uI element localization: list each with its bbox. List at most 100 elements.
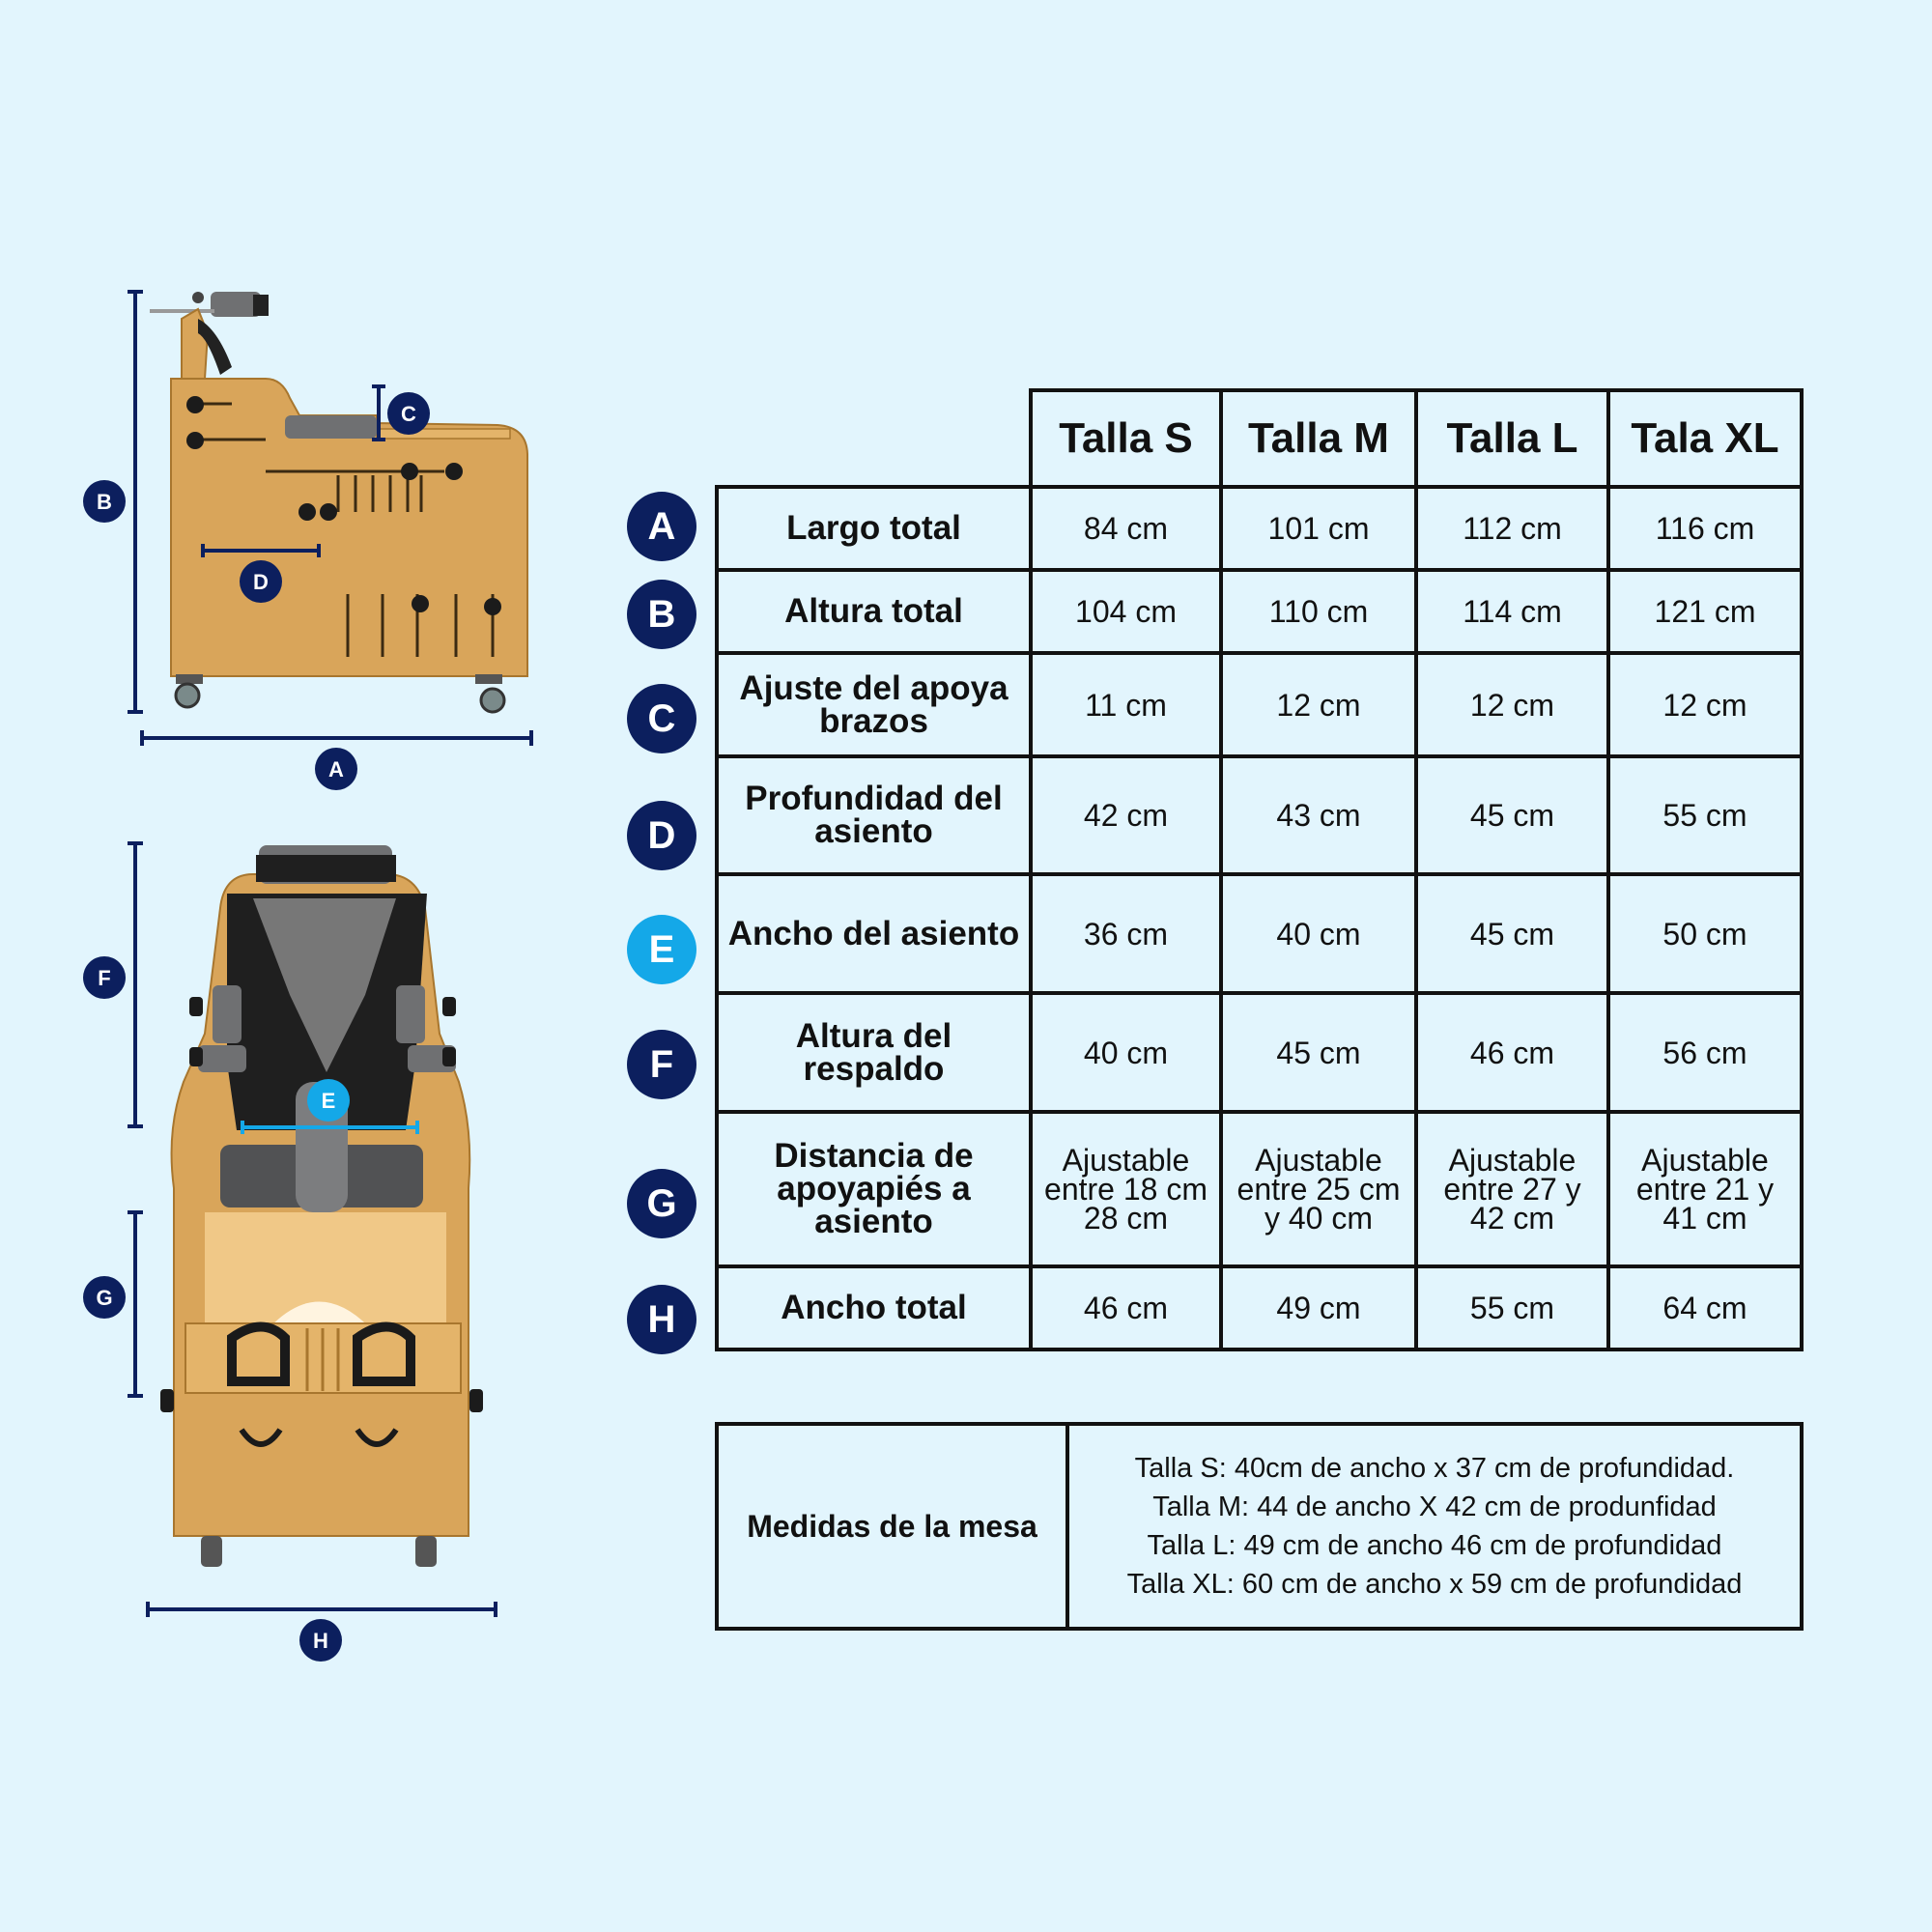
seat-cushion bbox=[285, 415, 377, 439]
backrest-wood bbox=[181, 307, 210, 384]
right-foot-strap bbox=[353, 1321, 415, 1386]
cell-value: 46 cm bbox=[1029, 1264, 1223, 1351]
row-label: Profundidad del asiento bbox=[715, 754, 1033, 876]
dimension-badge-e: E bbox=[307, 1079, 350, 1122]
cell-value: 104 cm bbox=[1029, 568, 1223, 655]
mesa-line-xl: Talla XL: 60 cm de ancho x 59 cm de prof… bbox=[1126, 1569, 1743, 1600]
header-talla-m: Talla M bbox=[1219, 388, 1418, 489]
dimension-badge-f: F bbox=[83, 956, 126, 999]
cell-value: 36 cm bbox=[1029, 872, 1223, 995]
header-blank-cell bbox=[717, 390, 1033, 489]
table-row: Ajuste del apoya brazos 11 cm 12 cm 12 c… bbox=[715, 651, 1804, 758]
table-row: Profundidad del asiento 42 cm 43 cm 45 c… bbox=[715, 754, 1804, 876]
mesa-line-l: Talla L: 49 cm de ancho 46 cm de profund… bbox=[1147, 1530, 1722, 1561]
table-measurements-label: Medidas de la mesa bbox=[715, 1422, 1069, 1631]
badge-b-text: B bbox=[97, 490, 112, 514]
badge-f-text: F bbox=[98, 966, 110, 990]
front-view-chair bbox=[160, 845, 483, 1567]
row-badge-g: G bbox=[627, 1169, 696, 1238]
cell-value: 46 cm bbox=[1414, 991, 1610, 1114]
row-badge-b: B bbox=[627, 580, 696, 649]
cell-value: 11 cm bbox=[1029, 651, 1223, 758]
headrest-cushion bbox=[211, 292, 261, 317]
header-talla-s: Talla S bbox=[1029, 388, 1223, 489]
cell-value: 84 cm bbox=[1029, 485, 1223, 572]
row-badge-h: H bbox=[627, 1285, 696, 1354]
dimension-badge-d: D bbox=[240, 560, 282, 603]
cell-value: 12 cm bbox=[1606, 651, 1804, 758]
table-row: Altura total 104 cm 110 cm 114 cm 121 cm bbox=[715, 568, 1804, 655]
dimension-badge-h: H bbox=[299, 1619, 342, 1662]
dimension-badge-a: A bbox=[315, 748, 357, 790]
adjustment-knobs bbox=[186, 396, 501, 615]
front-casters bbox=[201, 1536, 437, 1567]
cell-value: 40 cm bbox=[1029, 991, 1223, 1114]
row-badge-d: D bbox=[627, 801, 696, 870]
cell-value: 64 cm bbox=[1606, 1264, 1804, 1351]
badge-g-text: G bbox=[96, 1286, 112, 1310]
header-tala-xl: Tala XL bbox=[1606, 388, 1804, 489]
row-label: Largo total bbox=[715, 485, 1033, 572]
cell-value: 56 cm bbox=[1606, 991, 1804, 1114]
cell-value: 101 cm bbox=[1219, 485, 1418, 572]
dimension-badge-g: G bbox=[83, 1276, 126, 1319]
row-label: Altura del respaldo bbox=[715, 991, 1033, 1114]
table-measurements-box: Medidas de la mesa Talla S: 40cm de anch… bbox=[715, 1422, 1804, 1631]
cell-value: Ajustable entre 21 y 41 cm bbox=[1606, 1110, 1804, 1268]
mesa-line-s: Talla S: 40cm de ancho x 37 cm de profun… bbox=[1134, 1453, 1735, 1484]
cell-value: 42 cm bbox=[1029, 754, 1223, 876]
row-badge-e: E bbox=[627, 915, 696, 984]
cell-value: Ajustable entre 18 cm 28 cm bbox=[1029, 1110, 1223, 1268]
cell-value: 55 cm bbox=[1414, 1264, 1610, 1351]
row-badge-a: A bbox=[627, 492, 696, 561]
cell-value: Ajustable entre 25 cm y 40 cm bbox=[1219, 1110, 1418, 1268]
cell-value: 121 cm bbox=[1606, 568, 1804, 655]
left-armrest bbox=[198, 1045, 246, 1072]
table-measurements-lines: Talla S: 40cm de ancho x 37 cm de profun… bbox=[1065, 1422, 1804, 1631]
row-label: Altura total bbox=[715, 568, 1033, 655]
badge-h-text: H bbox=[313, 1629, 328, 1653]
cell-value: 50 cm bbox=[1606, 872, 1804, 995]
dimension-badge-b: B bbox=[83, 480, 126, 523]
cell-value: 49 cm bbox=[1219, 1264, 1418, 1351]
row-label: Distancia de apoyapiés a asiento bbox=[715, 1110, 1033, 1268]
header-talla-l: Talla L bbox=[1414, 388, 1610, 489]
dimension-lines bbox=[128, 290, 533, 1617]
cell-value: 45 cm bbox=[1414, 872, 1610, 995]
side-view-chair bbox=[150, 292, 528, 714]
seat-width-line bbox=[241, 1121, 419, 1134]
cell-value: 114 cm bbox=[1414, 568, 1610, 655]
row-label: Ancho del asiento bbox=[715, 872, 1033, 995]
cell-value: 45 cm bbox=[1414, 754, 1610, 876]
cell-value: 112 cm bbox=[1414, 485, 1610, 572]
badge-a-text: A bbox=[328, 757, 344, 781]
row-badge-c: C bbox=[627, 684, 696, 753]
row-badge-f: F bbox=[627, 1030, 696, 1099]
dimension-badge-c: C bbox=[387, 392, 430, 435]
cell-value: 12 cm bbox=[1414, 651, 1610, 758]
size-table-header-row: Talla S Talla M Talla L Tala XL bbox=[717, 388, 1804, 489]
cell-value: 116 cm bbox=[1606, 485, 1804, 572]
table-row: Ancho del asiento 36 cm 40 cm 45 cm 50 c… bbox=[715, 872, 1804, 995]
cell-value: Ajustable entre 27 y 42 cm bbox=[1414, 1110, 1610, 1268]
badge-c-text: C bbox=[401, 402, 416, 426]
cell-value: 110 cm bbox=[1219, 568, 1418, 655]
badge-e-text: E bbox=[322, 1089, 336, 1113]
side-casters bbox=[174, 674, 506, 714]
cell-value: 45 cm bbox=[1219, 991, 1418, 1114]
badge-d-text: D bbox=[253, 570, 269, 594]
table-row: Largo total 84 cm 101 cm 112 cm 116 cm bbox=[715, 485, 1804, 572]
cell-value: 40 cm bbox=[1219, 872, 1418, 995]
row-label: Ancho total bbox=[715, 1264, 1033, 1351]
left-foot-strap bbox=[227, 1321, 290, 1386]
table-row: Ancho total 46 cm 49 cm 55 cm 64 cm bbox=[715, 1264, 1804, 1351]
table-row: Altura del respaldo 40 cm 45 cm 46 cm 56… bbox=[715, 991, 1804, 1114]
cell-value: 12 cm bbox=[1219, 651, 1418, 758]
row-label: Ajuste del apoya brazos bbox=[715, 651, 1033, 758]
table-row: Distancia de apoyapiés a asiento Ajustab… bbox=[715, 1110, 1804, 1268]
chair-diagram: B A C D E F G H bbox=[83, 290, 533, 1662]
size-table: Talla S Talla M Talla L Tala XL Largo to… bbox=[715, 388, 1804, 1351]
chair-illustrations: B A C D E F G H bbox=[0, 0, 618, 1932]
cell-value: 43 cm bbox=[1219, 754, 1418, 876]
mesa-line-m: Talla M: 44 de ancho X 42 cm de produnfi… bbox=[1152, 1492, 1717, 1522]
